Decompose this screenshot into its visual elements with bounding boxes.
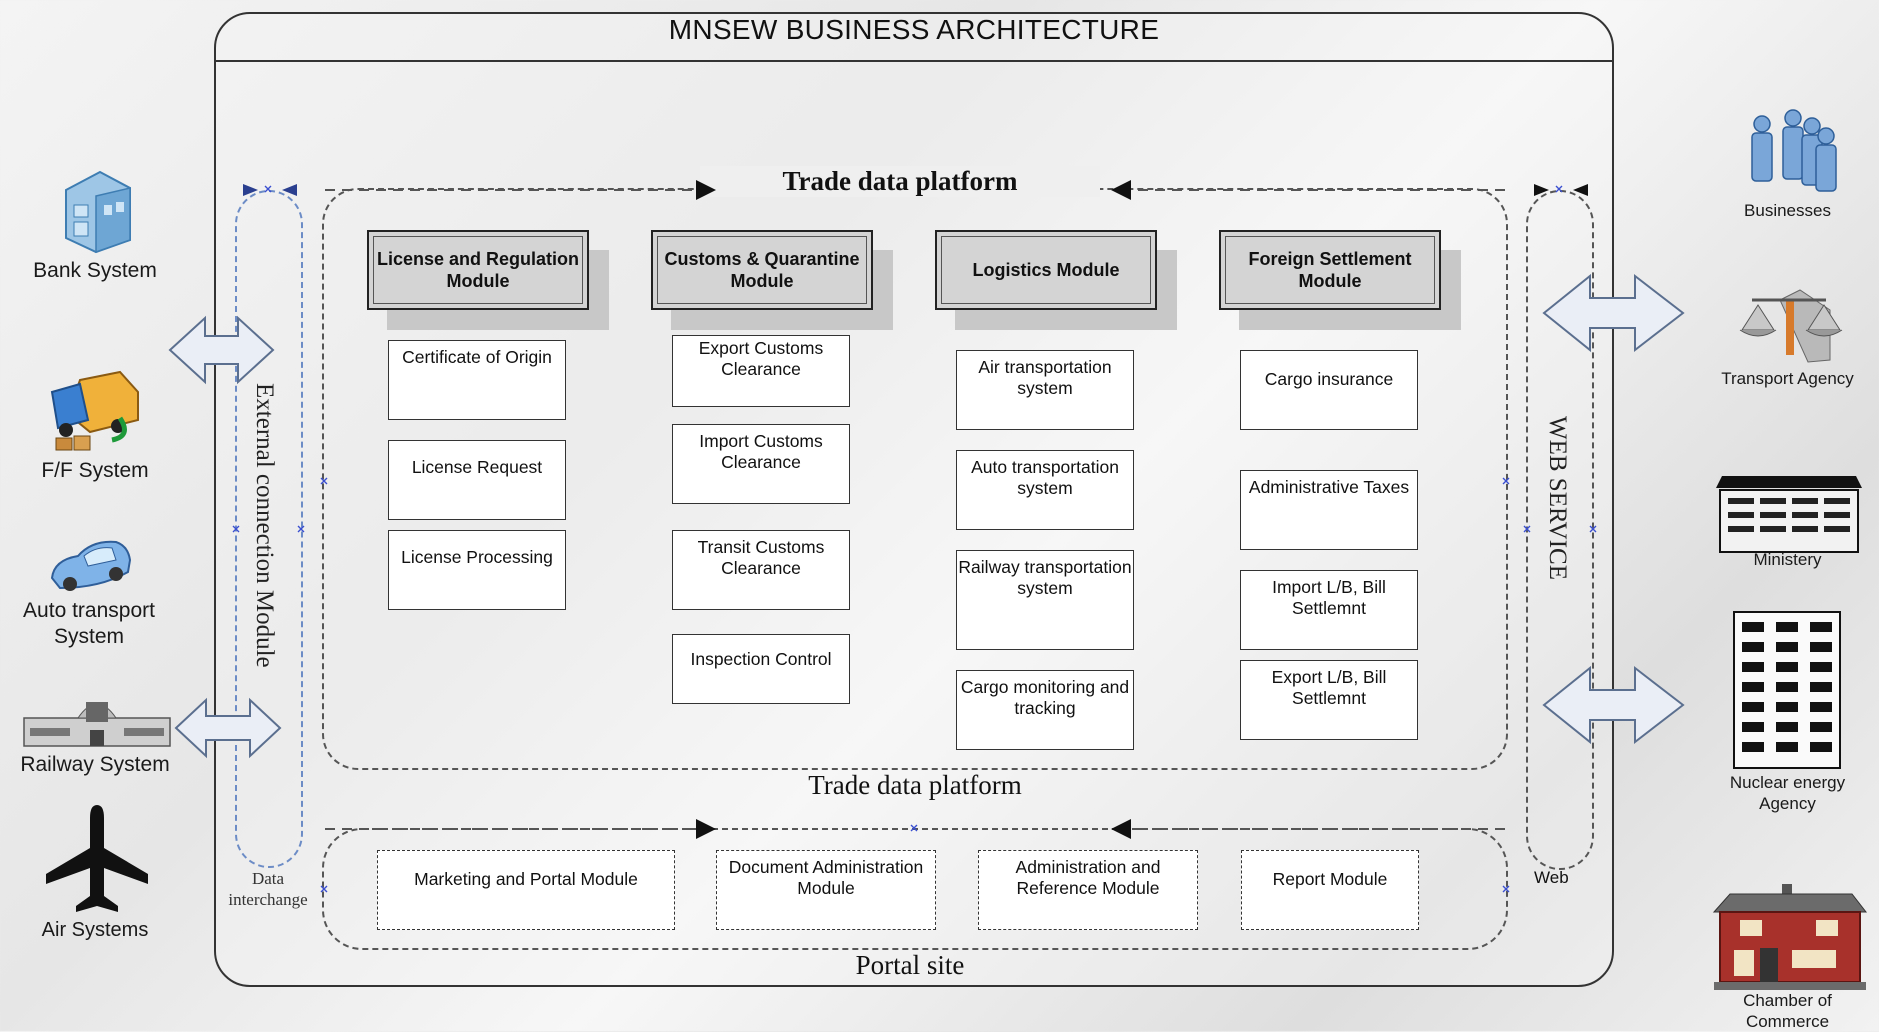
sub-box-cargo-monitoring: Cargo monitoring and tracking [956,670,1134,750]
left-system-label-air: Air Systems [41,919,149,941]
left-system-label-railway: Railway System [20,753,170,776]
portal-box-document-administration: Document Administration Module [716,850,936,930]
railway-station-icon [23,702,171,747]
connector-arrowheads [243,184,1588,196]
module-header-customs: Customs & Quarantine Module [651,230,873,310]
module-header-logistics: Logistics Module [935,230,1157,310]
sub-box-import-lb: Import L/B, Bill Settlemnt [1240,570,1418,650]
web-label: Web [1534,868,1569,887]
connector-marks [232,185,1597,893]
sub-box-auto-transportation: Auto transportation system [956,450,1134,530]
right-double-arrow-bottom [1542,665,1685,745]
module-title: Customs & Quarantine Module [664,249,860,291]
left-system-label-ff: F/F System [41,459,149,482]
sub-box-administrative-taxes: Administrative Taxes [1240,470,1418,550]
sub-box-transit-customs: Transit Customs Clearance [672,530,850,610]
portal-box-marketing: Marketing and Portal Module [377,850,675,930]
sub-box-export-lb: Export L/B, Bill Settlemnt [1240,660,1418,740]
web-service-region [1526,190,1594,870]
left-system-label-bank: Bank System [33,259,157,282]
right-system-label-businesses: Businesses [1744,201,1831,220]
right-system-label-chamber: Chamber of Commerce [1743,991,1832,1031]
sub-box-certificate-of-origin: Certificate of Origin [388,340,566,420]
house-building-icon [1712,884,1868,990]
left-double-arrow-top [168,315,275,385]
left-double-arrow-bottom [174,697,282,759]
tower-building-icon [1733,611,1841,769]
module-title: Logistics Module [972,260,1120,280]
trade-platform-bottom-label: Trade data platform [808,770,1022,800]
portal-box-administration-reference: Administration and Reference Module [978,850,1198,930]
trade-flow-arrows [325,180,1505,839]
data-interchange-label: Data interchange [228,869,308,909]
sub-box-inspection-control: Inspection Control [672,634,850,704]
right-system-label-transport-agency: Transport Agency [1721,369,1854,388]
module-header-foreign-settlement: Foreign Settlement Module [1219,230,1441,310]
car-icon [50,540,132,591]
sub-box-license-processing: License Processing [388,530,566,610]
scales-icon [1739,289,1843,363]
sub-box-railway-transportation: Railway transportation system [956,550,1134,650]
module-title: License and Regulation Module [376,249,580,291]
sub-box-export-customs: Export Customs Clearance [672,335,850,407]
external-connection-label: External connection Module [251,383,278,668]
airplane-icon [46,805,148,912]
delivery-truck-icon [50,370,139,451]
sub-box-air-transportation: Air transportation system [956,350,1134,430]
right-double-arrow-top [1542,273,1685,353]
right-system-label-ministery: Ministery [1753,550,1822,569]
diagram-title: MNSEW BUSINESS ARCHITECTURE [668,14,1160,45]
portal-site-label: Portal site [855,950,965,980]
people-icon [1751,109,1837,192]
web-service-label: WEB SERVICE [1544,416,1571,580]
title-bar [214,12,1614,62]
sub-box-import-customs: Import Customs Clearance [672,424,850,504]
left-system-label-auto: Auto transport System [23,599,155,648]
sub-box-cargo-insurance: Cargo insurance [1240,350,1418,430]
right-system-label-nuclear: Nuclear energy Agency [1729,773,1846,813]
sub-box-license-request: License Request [388,440,566,520]
module-title: Foreign Settlement Module [1248,249,1412,291]
portal-box-report: Report Module [1241,850,1419,930]
module-header-license: License and Regulation Module [367,230,589,310]
trade-platform-title: Trade data platform [700,166,1100,197]
bank-building-icon [65,170,131,254]
government-building-icon [1716,476,1862,553]
